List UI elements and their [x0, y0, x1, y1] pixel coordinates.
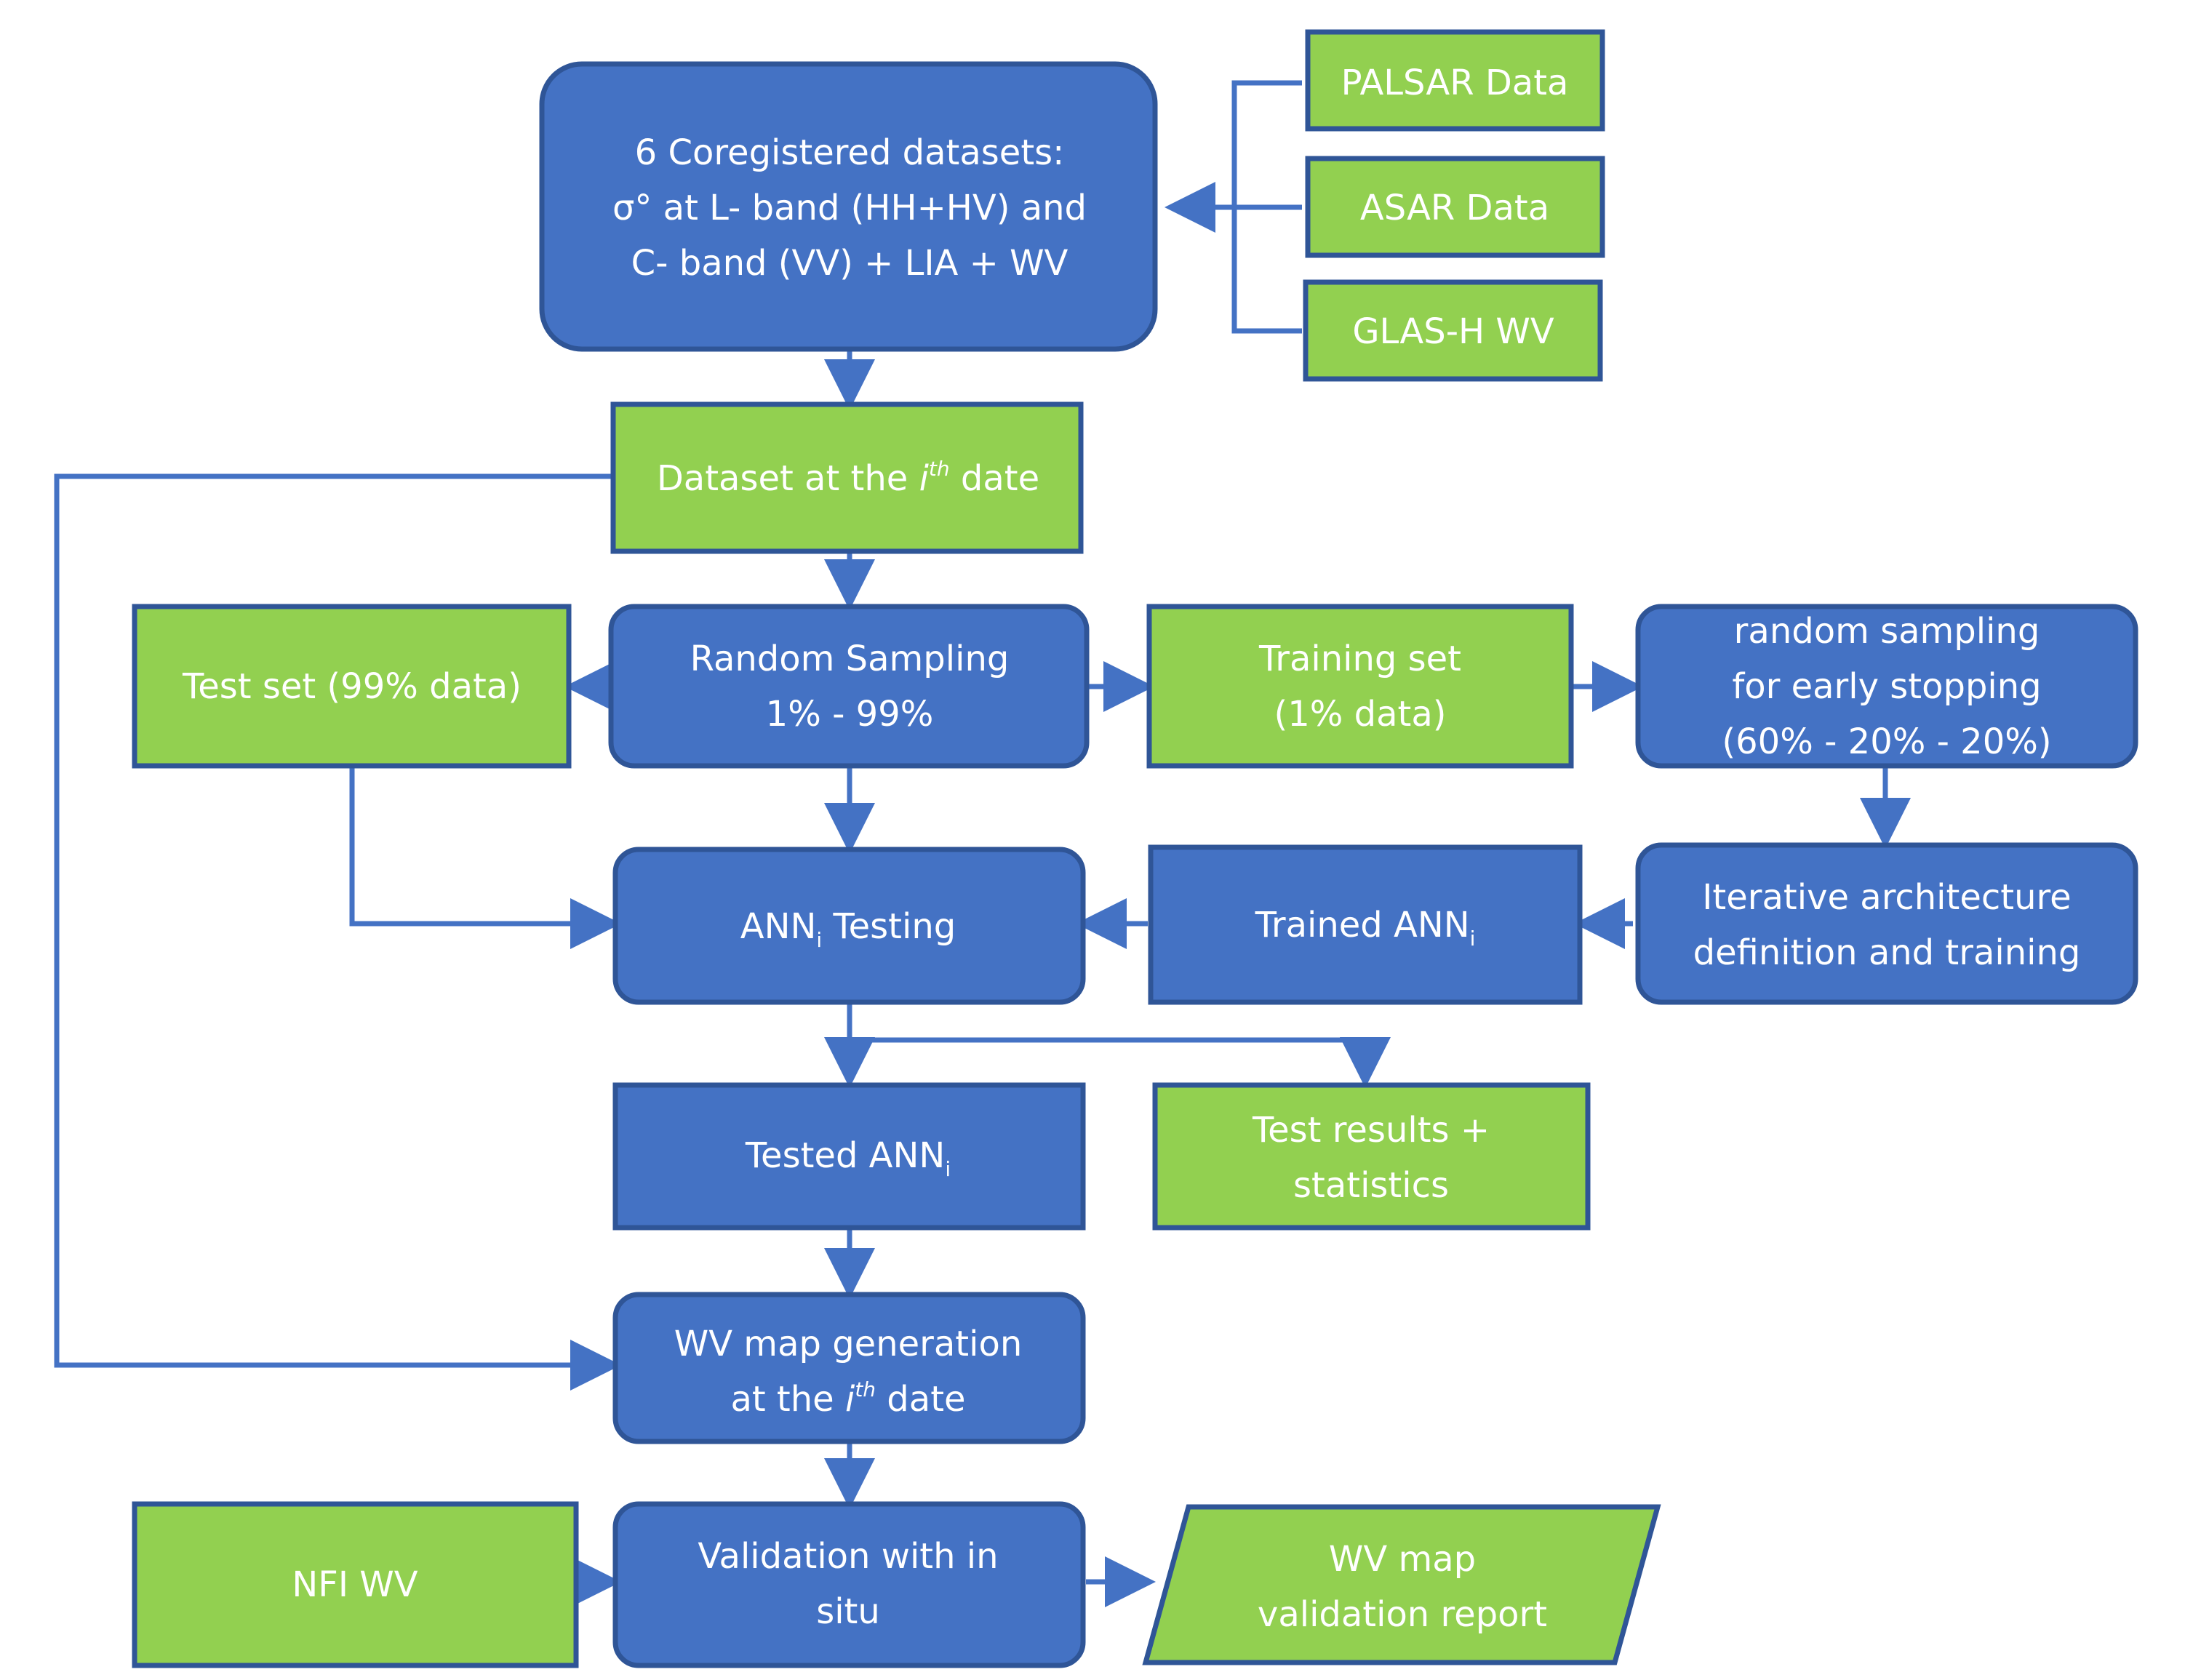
dataset-date-sup: th [929, 457, 950, 481]
validation-box: Validation with in situ [612, 1501, 1086, 1668]
connector-anntesting-to-testresults [850, 1037, 1391, 1088]
ann-testing-box: ANNi Testing [612, 847, 1086, 1005]
wv-map-line-1: WV map generation [674, 1324, 1023, 1364]
nfi-wv-label: NFI WV [292, 1564, 418, 1605]
connectors [54, 80, 1911, 1607]
coregistered-line-3: C- band (VV) + LIA + WV [631, 243, 1068, 284]
training-set-line-2: (1% data) [1274, 694, 1447, 735]
training-set-box: Training set (1% data) [1146, 604, 1574, 769]
glas-data-label: GLAS-H WV [1352, 311, 1554, 352]
test-results-box: Test results + statistics [1152, 1082, 1591, 1231]
validation-line-1: Validation with in [698, 1536, 998, 1577]
early-stopping-line-2: for early stopping [1732, 666, 2041, 707]
wv-map-var: i [845, 1379, 855, 1420]
ann-testing-pre: ANN [740, 906, 817, 947]
dataset-date-var: i [919, 458, 930, 499]
iterative-training-box: Iterative architecture definition and tr… [1635, 842, 2138, 1005]
validation-report-box: WV map validation report [1142, 1504, 1661, 1665]
coregistered-line-1: 6 Coregistered datasets: [635, 132, 1065, 173]
test-results-line-1: Test results + [1252, 1110, 1490, 1151]
early-stopping-line-3: (60% - 20% - 20%) [1722, 721, 2051, 762]
connector-dataset-to-wvmap [54, 473, 621, 1391]
test-set-label: Test set (99% data) [182, 666, 522, 707]
ann-testing-label: ANNi Testing [740, 906, 956, 952]
coregistered-line-2: σ° at L- band (HH+HV) and [612, 188, 1087, 228]
coregistered-datasets-box: 6 Coregistered datasets: σ° at L- band (… [539, 61, 1158, 352]
tested-ann-box: Tested ANNi [612, 1082, 1086, 1231]
report-line-1: WV map [1329, 1539, 1476, 1580]
dataset-date-label: Dataset at the ith date [657, 457, 1039, 499]
glas-data-box: GLAS-H WV [1303, 279, 1603, 382]
wv-map-generation-box: WV map generation at the ith date [612, 1292, 1086, 1444]
asar-data-label: ASAR Data [1360, 188, 1549, 228]
wv-map-post: date [876, 1379, 966, 1420]
dataset-date-box: Dataset at the ith date [610, 401, 1084, 554]
nfi-wv-box: NFI WV [132, 1501, 579, 1668]
random-sampling-box: Random Sampling 1% - 99% [608, 604, 1090, 769]
iterative-line-1: Iterative architecture [1702, 877, 2071, 918]
test-results-line-2: statistics [1293, 1165, 1449, 1206]
test-set-box: Test set (99% data) [132, 604, 572, 769]
training-set-line-1: Training set [1258, 639, 1461, 679]
tested-ann-pre: Tested ANN [745, 1135, 945, 1176]
wv-map-sup: th [855, 1377, 876, 1401]
early-stopping-box: random sampling for early stopping (60% … [1635, 604, 2138, 769]
tested-ann-sub: i [945, 1157, 951, 1181]
ann-testing-post: Testing [822, 906, 956, 947]
trained-ann-sub: i [1470, 927, 1476, 951]
iterative-line-2: definition and training [1693, 932, 2081, 973]
wv-map-line-2: at the ith date [730, 1377, 965, 1420]
random-sampling-line-1: Random Sampling [690, 639, 1010, 679]
connector-testset-to-anntesting [349, 766, 621, 949]
palsar-data-label: PALSAR Data [1341, 63, 1569, 103]
asar-data-box: ASAR Data [1305, 156, 1605, 258]
palsar-data-box: PALSAR Data [1305, 29, 1605, 132]
wv-map-pre: at the [730, 1379, 845, 1420]
validation-line-2: situ [816, 1591, 880, 1632]
trained-ann-label: Trained ANNi [1255, 905, 1476, 951]
ann-testing-sub: i [816, 928, 822, 952]
dataset-date-post: date [950, 458, 1040, 499]
random-sampling-line-2: 1% - 99% [766, 694, 934, 735]
trained-ann-box: Trained ANNi [1148, 844, 1583, 1005]
tested-ann-label: Tested ANNi [745, 1135, 951, 1181]
early-stopping-line-1: random sampling [1734, 611, 2040, 652]
dataset-date-pre: Dataset at the [657, 458, 919, 499]
report-line-2: validation report [1258, 1594, 1547, 1635]
trained-ann-pre: Trained ANN [1255, 905, 1470, 945]
